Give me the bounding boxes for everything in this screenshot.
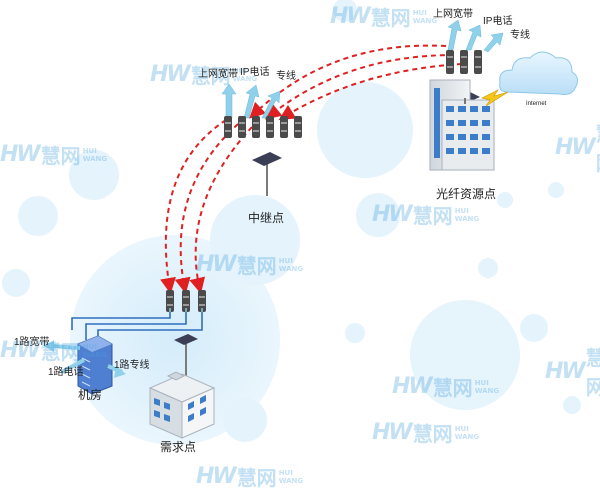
fiber-service-ip-phone-label: IP电话 xyxy=(483,16,513,27)
wireless-links xyxy=(160,44,463,294)
background-bubbles xyxy=(2,0,581,445)
fiber-site-label: 光纤资源点 xyxy=(436,187,497,201)
fiber-service-broadband-label: 上网宽带 xyxy=(433,9,473,20)
demand-site-devices xyxy=(71,290,206,376)
relay-service-broadband-label: 上网宽带 xyxy=(198,69,238,80)
demand-building xyxy=(148,371,216,439)
machine-room-label: 机房 xyxy=(78,388,103,402)
fiber-building xyxy=(429,79,495,171)
machine-room-broadband-output: 1路宽带 xyxy=(14,337,50,348)
internet-cloud xyxy=(481,51,578,107)
internet-label: Internet xyxy=(526,101,547,107)
relay-site-label: 中继点 xyxy=(248,211,285,225)
machine-room-phone-output: 1路电话 xyxy=(48,367,84,378)
machine-room-rack xyxy=(44,335,126,395)
fiber-service-leased-line-label: 专线 xyxy=(510,30,530,41)
relay-devices xyxy=(221,83,302,196)
relay-service-leased-line-label: 专线 xyxy=(276,71,296,82)
machine-room-leased-line-output: 1路专线 xyxy=(114,360,150,371)
demand-site-label: 需求点 xyxy=(160,440,197,454)
relay-service-ip-phone-label: IP电话 xyxy=(240,67,270,78)
